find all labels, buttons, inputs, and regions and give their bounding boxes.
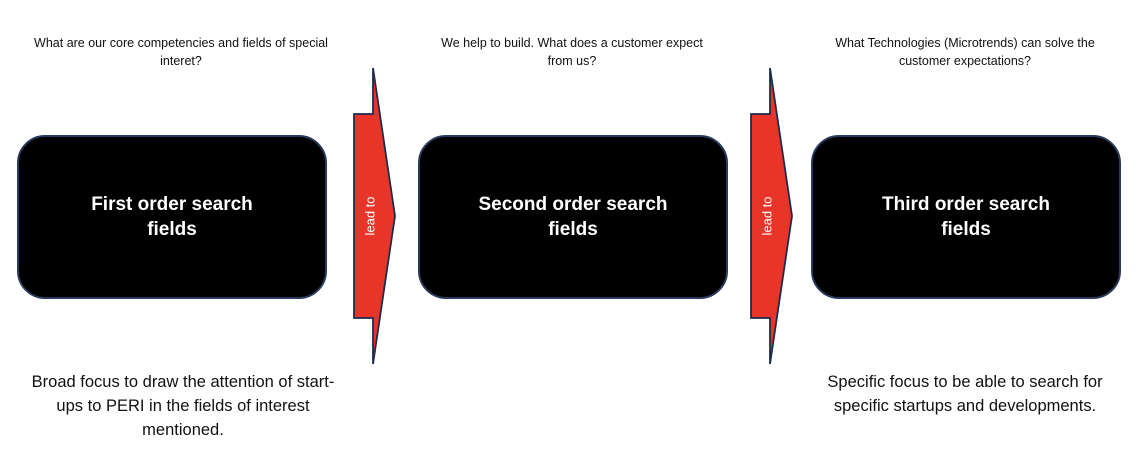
third-order-box-label: Third order search fields: [882, 194, 1050, 240]
lead-to-arrow-1-shape: [353, 67, 396, 365]
second-order-box-label: Second order search fields: [478, 194, 668, 240]
first-order-note: Broad focus to draw the attention of sta…: [31, 373, 335, 439]
lead-to-arrow-1: lead to: [353, 67, 396, 365]
lead-to-arrow-2: lead to: [750, 67, 793, 365]
third-order-question: What Technologies (Microtrends) can solv…: [835, 36, 1095, 68]
third-order-note: Specific focus to be able to search for …: [827, 373, 1103, 415]
lead-to-arrow-1-label: lead to: [362, 196, 377, 235]
first-order-question: What are our core competencies and field…: [34, 36, 328, 68]
lead-to-arrow-2-shape: [750, 67, 793, 365]
third-order-box: Third order search fields: [811, 135, 1121, 299]
first-order-box: First order search fields: [17, 135, 327, 299]
second-order-box: Second order search fields: [418, 135, 728, 299]
first-order-box-label: First order search fields: [91, 194, 253, 240]
lead-to-arrow-2-label: lead to: [759, 196, 774, 235]
second-order-question: We help to build. What does a customer e…: [441, 36, 703, 68]
